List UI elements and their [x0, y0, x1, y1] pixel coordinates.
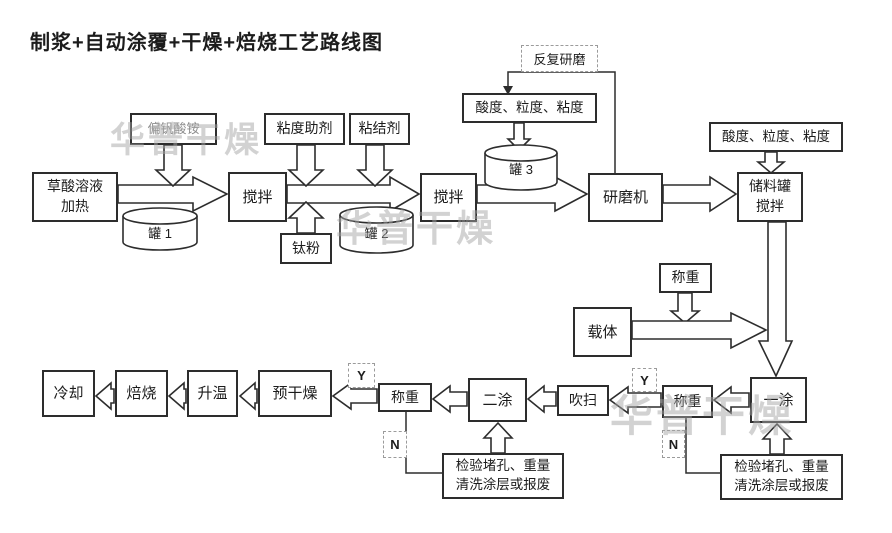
node-inspection-2: 检验堵孔、重量 清洗涂层或报废	[720, 454, 843, 500]
node-storage-tank-stir: 储料罐 搅拌	[737, 172, 803, 222]
node-pre-drying: 预干燥	[258, 370, 332, 417]
node-weighing-top: 称重	[659, 263, 712, 293]
node-weighing-left: 称重	[378, 383, 432, 412]
node-purge: 吹扫	[557, 385, 609, 416]
arrow-inspection2-up	[761, 422, 793, 455]
arrow-secondcoat-to-weighing	[431, 384, 468, 414]
node-weighing-right: 称重	[662, 385, 713, 418]
line-grinder-feedback	[507, 71, 616, 173]
node-first-coating: 一涂	[750, 377, 807, 423]
node-viscosity-aid: 粘度助剂	[264, 113, 345, 145]
tank1-top	[122, 207, 198, 225]
arrow-storage-to-first-coating	[757, 221, 794, 378]
arrow-carrier-right	[631, 311, 768, 350]
arrow-heatup-to-roasting	[167, 381, 187, 411]
node-titanium-powder: 钛粉	[280, 233, 332, 264]
tank2-top	[339, 206, 414, 224]
arrow-weighing-to-predry	[331, 381, 378, 411]
node-binder: 粘结剂	[349, 113, 410, 145]
arrow-binder-down	[355, 144, 395, 188]
arrowhead-feedback	[503, 86, 513, 95]
arrow-titanium-up	[286, 200, 326, 234]
page-title: 制浆+自动涂覆+干燥+焙烧工艺路线图	[30, 32, 384, 54]
arrow-metavanadate-down	[153, 144, 193, 188]
node-inspection-1: 检验堵孔、重量 清洗涂层或报废	[442, 453, 564, 499]
label-repeat-grinding: 反复研磨	[521, 45, 598, 72]
arrow-weighing-top-down	[668, 292, 702, 325]
node-check-acidity-1: 酸度、粒度、粘度	[462, 93, 597, 123]
arrow-roasting-to-cooling	[94, 381, 115, 411]
node-cooling: 冷却	[42, 370, 95, 417]
label-tank-2: 罐 2	[364, 225, 389, 241]
label-tank-3: 罐 3	[509, 161, 533, 177]
node-check-acidity-2: 酸度、粒度、粘度	[709, 122, 843, 152]
label-no-1: N	[383, 431, 407, 458]
line-weighing1-no-branch	[405, 412, 442, 474]
label-yes-2: Y	[632, 368, 657, 392]
arrow-predry-to-heatup	[238, 381, 258, 411]
arrow-oxalic-to-stir1	[117, 175, 229, 213]
arrow-purge-to-secondcoat	[526, 384, 557, 414]
arrow-firstcoat-to-weighing	[712, 385, 750, 415]
node-grinder: 研磨机	[588, 173, 663, 222]
node-roasting: 焙烧	[115, 370, 168, 417]
node-stir-2: 搅拌	[420, 173, 477, 222]
node-second-coating: 二涂	[468, 378, 527, 422]
node-oxalic-acid-heating: 草酸溶液 加热	[32, 172, 118, 222]
label-yes-1: Y	[348, 363, 375, 388]
node-carrier: 载体	[573, 307, 632, 357]
arrow-inspection1-up	[482, 421, 514, 454]
node-ammonium-metavanadate: 偏钒酸铵	[130, 113, 217, 145]
label-tank-1: 罐 1	[148, 225, 172, 241]
arrow-viscosity-aid-down	[286, 144, 326, 188]
tank3-shape	[484, 153, 558, 191]
node-stir-1: 搅拌	[228, 172, 287, 222]
arrow-weighing-to-purge	[608, 385, 662, 415]
label-no-2: N	[662, 430, 685, 458]
tank2-shape	[339, 215, 414, 254]
tank1-shape	[122, 216, 198, 251]
tank3-top	[484, 144, 558, 162]
node-heat-up: 升温	[187, 370, 238, 417]
arrow-check2-to-storage	[755, 151, 787, 175]
arrow-grinder-to-storage	[662, 175, 738, 213]
line-weighing2-no-branch	[685, 418, 720, 474]
